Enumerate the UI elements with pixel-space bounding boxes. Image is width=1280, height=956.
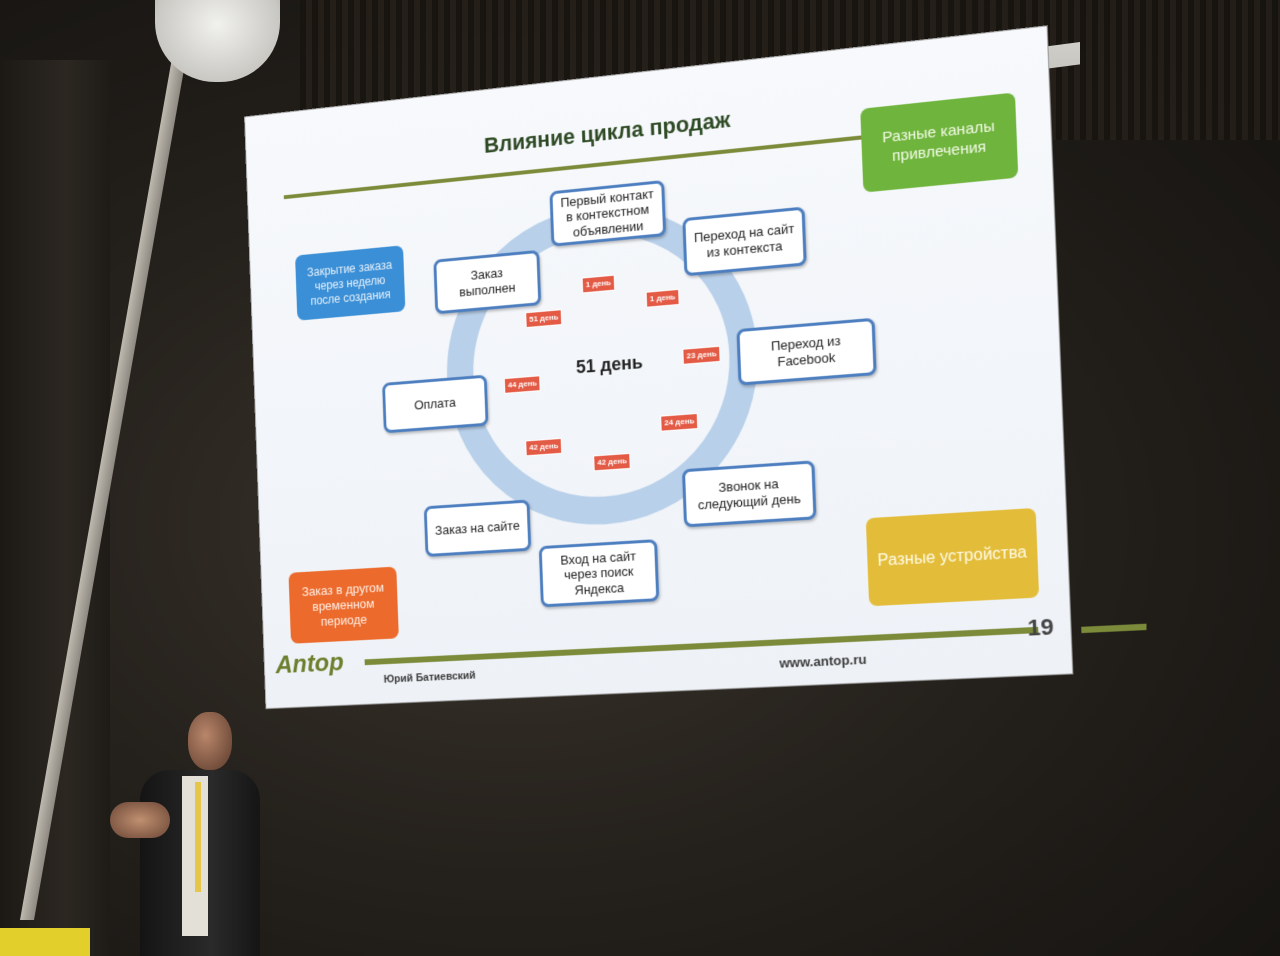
step-box-next-day-call: Звонок на следующий день — [681, 460, 817, 528]
callout-orange: Заказ в другом временном периоде — [288, 566, 399, 644]
callout-green: Разные каналы привлечения — [860, 92, 1019, 193]
day-badge: 24 день — [660, 412, 699, 432]
step-box-site-from-context: Переход на сайт из контекста — [682, 206, 807, 277]
projected-slide: Влияние цикла продаж 51 день Первый конт… — [244, 19, 1147, 775]
day-badge: 1 день — [581, 274, 616, 294]
antop-logo: Antop — [275, 646, 345, 680]
step-box-yandex-search: Вход на сайт через поиск Яндекса — [538, 539, 660, 608]
slide-page-number: 19 — [1027, 613, 1055, 641]
day-badge: 51 день — [525, 309, 563, 329]
presenter — [110, 712, 260, 956]
day-badge: 1 день — [645, 288, 680, 308]
day-badge: 42 день — [593, 452, 632, 472]
step-box-site-order: Заказ на сайте — [423, 499, 532, 557]
step-box-first-contact: Первый контакт в контекстном объявлении — [549, 179, 667, 247]
callout-blue: Закрытие заказа через неделю после созда… — [295, 245, 406, 321]
day-badge: 42 день — [525, 437, 563, 457]
step-box-facebook: Переход из Facebook — [736, 317, 877, 386]
callout-yellow: Разные устройства — [865, 507, 1040, 607]
presenter-hands — [110, 802, 170, 838]
yellow-desk — [0, 928, 90, 956]
step-box-order-done: Заказ выполнен — [433, 249, 542, 315]
presenter-head — [188, 712, 232, 770]
day-badge: 44 день — [503, 375, 541, 394]
footer-rule-end — [1081, 623, 1147, 634]
presenter-lanyard — [195, 782, 201, 892]
day-badge: 23 день — [682, 345, 722, 365]
step-box-payment: Оплата — [382, 374, 489, 434]
